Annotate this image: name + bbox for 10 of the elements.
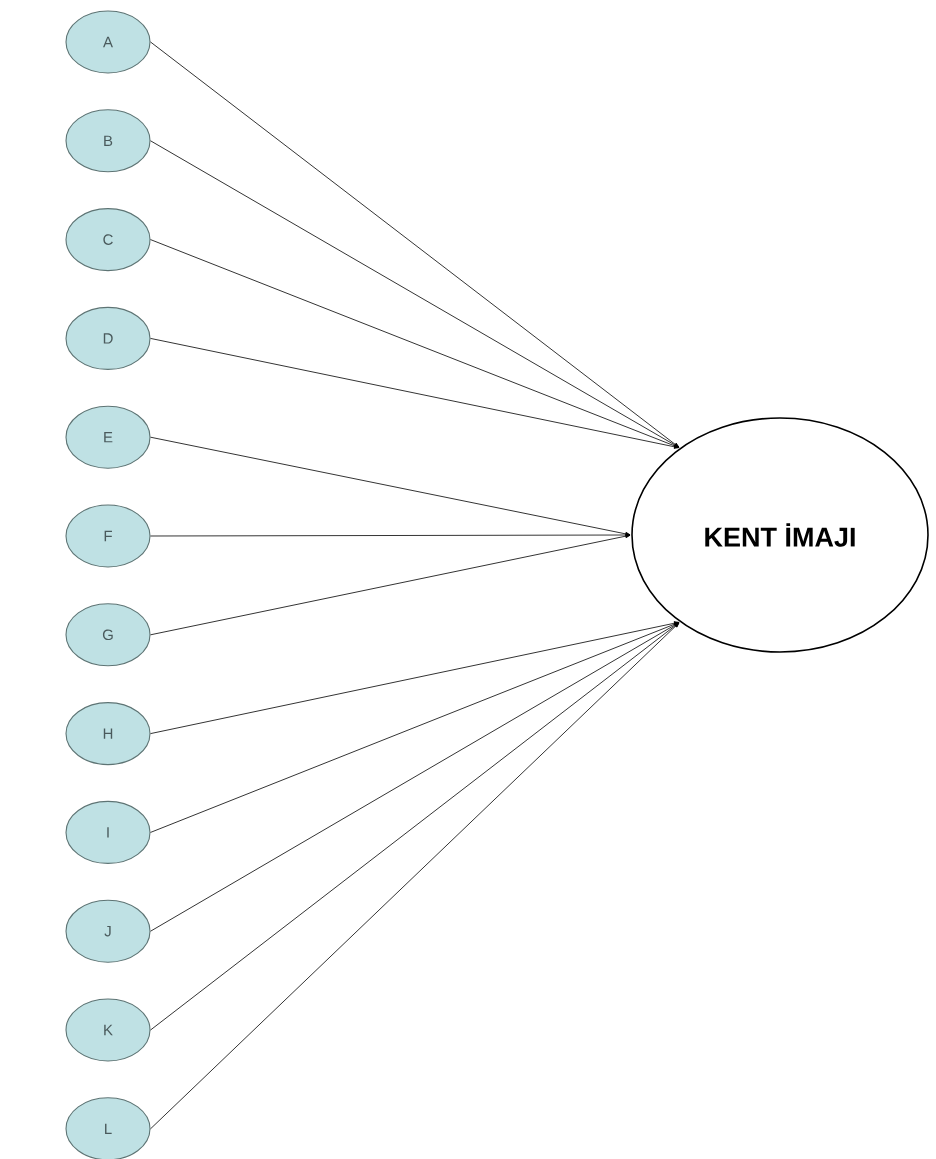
- arrow: [150, 239, 680, 448]
- arrow: [150, 533, 631, 538]
- arrow: [150, 622, 680, 1130]
- arrow: [150, 41, 680, 448]
- arrow: [150, 338, 680, 449]
- arrow: [150, 621, 680, 734]
- arrow: [150, 436, 631, 536]
- arrow: [150, 622, 680, 932]
- arrow: [150, 534, 631, 636]
- arrow: [150, 140, 680, 448]
